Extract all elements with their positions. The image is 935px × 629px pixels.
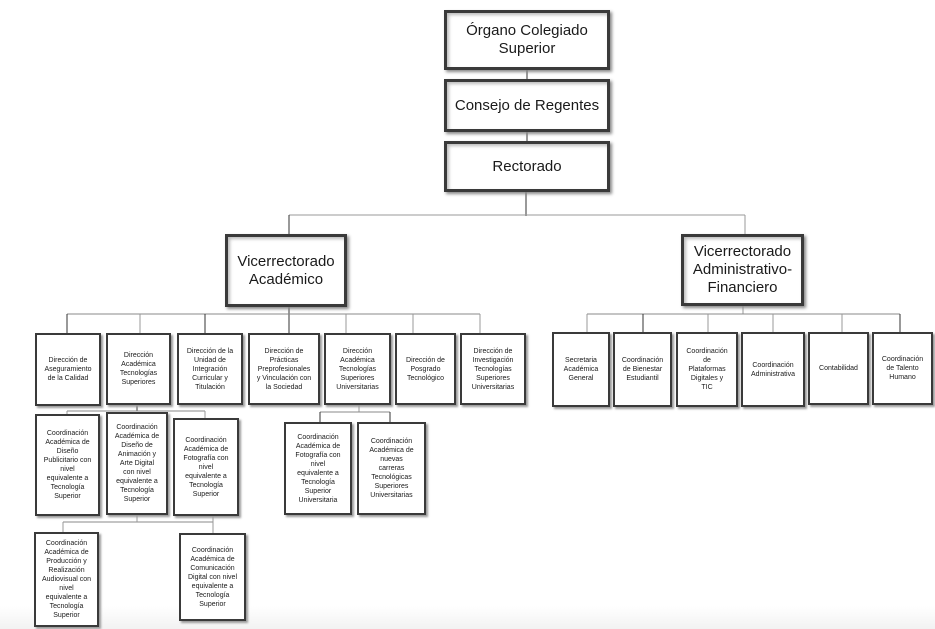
box-label: Coordinación de Talento Humano [881,356,924,381]
box-vicerrectorado-academico: Vicerrectorado Académico [225,234,347,307]
box-direccion-academica-tecnologias-superiores-universitarias: Dirección Académica Tecnologías Superior… [324,333,391,405]
box-contabilidad: Contabilidad [808,332,869,405]
box-label: Vicerrectorado Académico [237,252,335,288]
box-label: Coordinación Académica de Fotografía con… [295,433,341,504]
box-coordinacion-administrativa: Coordinación Administrativa [741,332,805,407]
box-coord-diseno-animacion-arte-digital: Coordinación Académica de Diseño de Anim… [106,412,168,515]
box-label: Dirección de Aseguramiento de la Calidad [44,357,92,382]
box-vicerrectorado-administrativo-financiero: Vicerrectorado Administrativo- Financier… [681,234,804,306]
box-direccion-aseguramiento-calidad: Dirección de Aseguramiento de la Calidad [35,333,101,406]
box-label: Consejo de Regentes [454,96,600,114]
box-label: Dirección de Investigación Tecnologías S… [471,347,515,391]
box-coordinacion-bienestar-estudiantil: Coordinación de Bienestar Estudiantil [613,332,672,407]
box-coord-fotografia: Coordinación Académica de Fotografía con… [173,418,239,516]
box-direccion-posgrado-tecnologico: Dirección de Posgrado Tecnológico [395,333,456,405]
box-coord-comunicacion-digital: Coordinación Académica de Comunicación D… [179,533,246,621]
box-label: Coordinación Académica de Fotografía con… [183,436,229,498]
box-label: Vicerrectorado Administrativo- Financier… [692,243,793,296]
box-direccion-academica-tecnologias-superiores: Dirección Académica Tecnologías Superior… [106,333,171,405]
box-direccion-unidad-integracion-curricular: Dirección de la Unidad de Integración Cu… [177,333,243,405]
box-label: Dirección Académica Tecnologías Superior… [336,347,379,391]
box-label: Dirección de la Unidad de Integración Cu… [186,347,234,391]
box-coordinacion-plataformas-digitales-tic: Coordinación de Plataformas Digitales y … [676,332,738,407]
box-direccion-investigacion: Dirección de Investigación Tecnologías S… [460,333,526,405]
box-coord-produccion-audiovisual: Coordinación Académica de Producción y R… [34,532,99,627]
box-coord-nuevas-carreras-tecnologicas: Coordinación Académica de nuevas carrera… [357,422,426,515]
box-label: Secretaria Académica General [563,357,599,382]
box-coord-fotografia-universitaria: Coordinación Académica de Fotografía con… [284,422,352,515]
box-secretaria-academica-general: Secretaria Académica General [552,332,610,407]
box-coord-diseno-publicitario: Coordinación Académica de Diseño Publici… [35,414,100,516]
box-label: Coordinación de Bienestar Estudiantil [621,357,664,382]
box-label: Coordinación Administrativa [751,361,795,378]
box-direccion-practicas-preprofesionales: Dirección de Prácticas Preprofesionales … [248,333,320,405]
box-label: Rectorado [492,157,562,175]
box-label: Coordinación Académica de Diseño de Anim… [114,424,160,503]
box-label: Coordinación Académica de Comunicación D… [187,546,238,608]
box-coordinacion-talento-humano: Coordinación de Talento Humano [872,332,933,405]
box-rectorado: Rectorado [444,141,610,192]
box-label: Dirección de Prácticas Preprofesionales … [256,347,312,391]
box-label: Dirección Académica Tecnologías Superior… [119,352,158,386]
box-label: Coordinación Académica de Diseño Publici… [43,430,92,500]
box-label: Coordinación Académica de nuevas carrera… [369,438,414,499]
box-consejo-de-regentes: Consejo de Regentes [444,79,610,132]
box-label: Contabilidad [819,365,858,372]
box-label: Coordinación Académica de Producción y R… [41,540,92,619]
box-label: Coordinación de Plataformas Digitales y … [686,348,728,391]
box-organo-colegiado-superior: Órgano Colegiado Superior [444,10,610,70]
box-label: Órgano Colegiado Superior [466,22,588,57]
box-label: Dirección de Posgrado Tecnológico [406,356,445,382]
